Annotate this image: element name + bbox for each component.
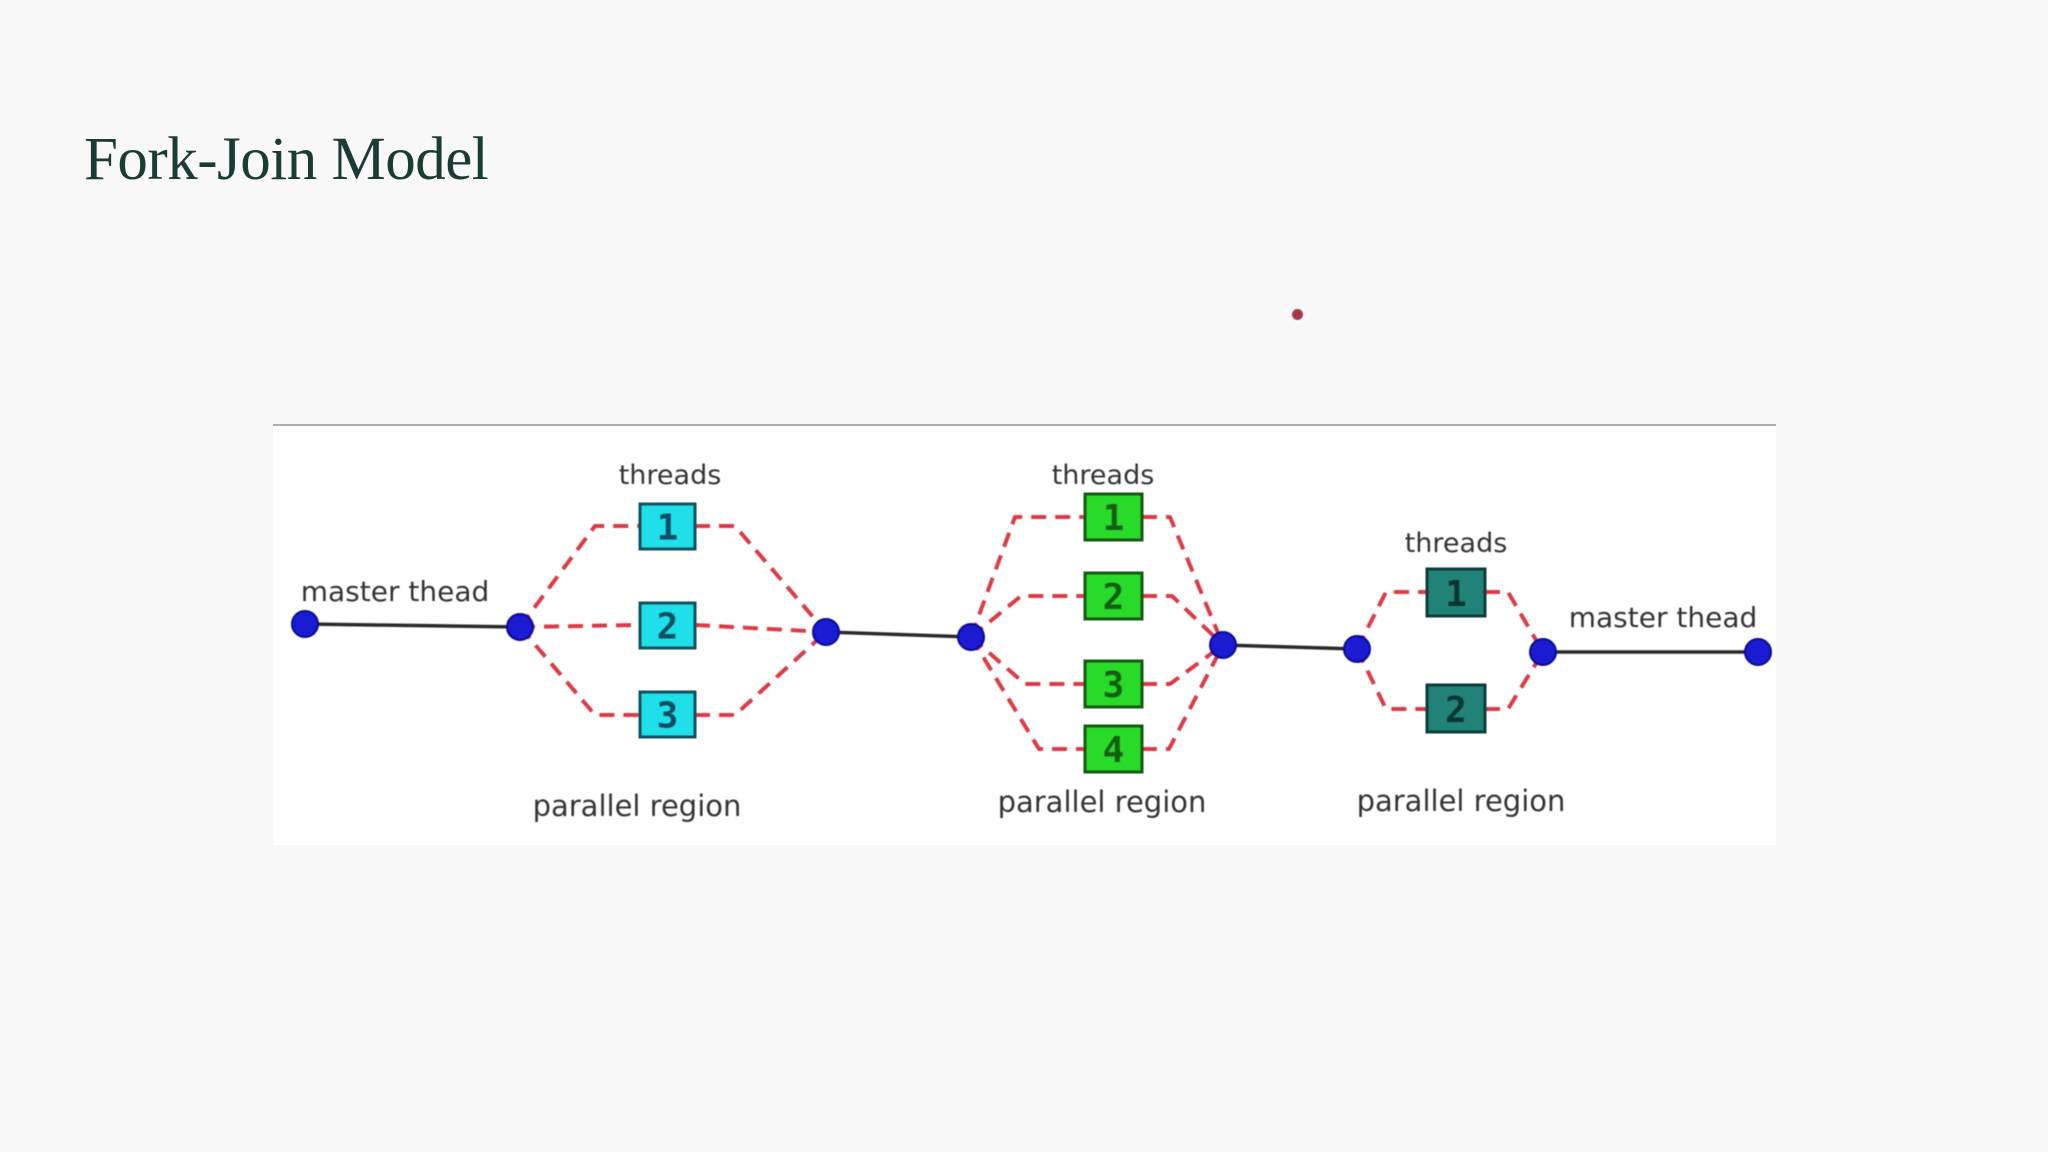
- thread-box: [638, 601, 697, 650]
- thread-box: [1083, 724, 1144, 774]
- fork-edge: [969, 635, 1085, 686]
- sync-node: [1209, 631, 1237, 659]
- thread-box: [1425, 567, 1487, 618]
- thread-box-number: 2: [657, 607, 679, 648]
- sync-node: [506, 613, 534, 641]
- join-edge: [1485, 650, 1545, 711]
- parallel-region-2-boxes: 1 2 3 4: [1083, 492, 1144, 774]
- sync-node: [957, 623, 985, 651]
- parallel-region-label: parallel region: [1357, 784, 1566, 818]
- master-thread-label: master thead: [1569, 601, 1758, 634]
- parallel-region-label: parallel region: [998, 785, 1207, 819]
- fork-edge: [969, 515, 1085, 638]
- page-title: Fork-Join Model: [84, 126, 489, 193]
- fork-join-diagram-panel: 1 2 3 1 2 3 4 1 2: [273, 424, 1776, 845]
- threads-label: threads: [1405, 528, 1508, 559]
- master-thread-segment: [303, 622, 522, 629]
- fork-edge: [518, 524, 640, 629]
- threads-label: threads: [619, 460, 722, 491]
- fork-join-diagram: 1 2 3 1 2 3 4 1 2: [291, 460, 1772, 823]
- fork-edge: [519, 623, 641, 629]
- thread-box-number: 2: [1103, 577, 1125, 618]
- thread-box: [1083, 492, 1144, 542]
- master-thread-label: master thead: [301, 575, 490, 608]
- fork-edge: [969, 635, 1085, 751]
- sync-node: [812, 618, 840, 646]
- parallel-region-3-boxes: 1 2: [1425, 567, 1487, 734]
- thread-box-number: 1: [657, 508, 679, 549]
- thread-box-number: 1: [1445, 574, 1467, 615]
- sync-node: [1744, 638, 1772, 666]
- thread-box: [1083, 571, 1144, 621]
- join-edge: [1142, 644, 1225, 751]
- join-edge: [1485, 590, 1545, 654]
- thread-box-number: 1: [1103, 498, 1125, 539]
- master-thread-lines: [303, 622, 1760, 654]
- join-edge: [695, 524, 828, 634]
- parallel-region-label: parallel region: [533, 789, 742, 823]
- parallel-region-1-boxes: 1 2 3: [638, 502, 697, 739]
- master-thread-segment: [1221, 643, 1359, 651]
- thread-box-number: 2: [1445, 690, 1467, 731]
- sync-node: [1343, 635, 1371, 663]
- sync-node: [1529, 638, 1557, 666]
- thread-box-number: 4: [1103, 730, 1125, 771]
- fork-edge: [969, 594, 1085, 639]
- thread-box: [638, 690, 697, 739]
- bullet-point-marker: [1292, 309, 1303, 320]
- thread-box-number: 3: [1103, 665, 1125, 706]
- master-thread-segment: [824, 630, 973, 639]
- join-edge: [1142, 594, 1225, 647]
- thread-box: [1425, 683, 1487, 734]
- thread-box: [1083, 659, 1144, 709]
- fork-join-edges: [518, 515, 1545, 751]
- sync-nodes: [291, 610, 1772, 666]
- join-edge: [695, 630, 828, 717]
- threads-label: threads: [1052, 460, 1155, 491]
- thread-box: [638, 502, 697, 551]
- join-edge: [1142, 515, 1225, 646]
- join-edge: [1142, 643, 1225, 686]
- sync-node: [291, 610, 319, 638]
- thread-box-number: 3: [657, 696, 679, 737]
- join-edge: [694, 623, 827, 634]
- fork-edge: [518, 625, 640, 717]
